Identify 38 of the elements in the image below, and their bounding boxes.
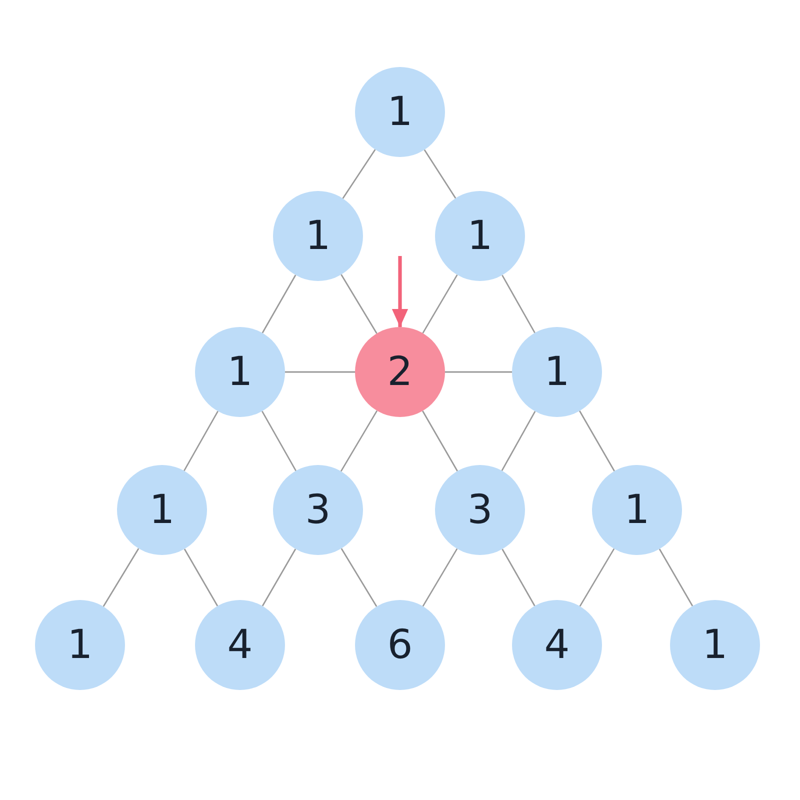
number-circle: 1 [435,191,525,281]
number-circle: 4 [195,600,285,690]
number-circle: 1 [512,327,602,417]
connector-line [422,274,458,334]
connector-line [422,410,458,472]
number-circle: 1 [117,465,207,555]
pointer-arrow [392,256,408,327]
connector-line [184,548,218,606]
connector-line [262,410,296,472]
connector-line [340,410,378,472]
number-circle: 1 [592,465,682,555]
number-circle: 3 [435,465,525,555]
connector-line [340,274,378,334]
connector-line [285,371,355,373]
connector-line [262,274,296,334]
connector-line [342,149,376,199]
number-circle: 1 [670,600,760,690]
number-circle: 2 [355,327,445,417]
connector-line [502,548,536,606]
connector-line [340,548,378,607]
connector-line [102,548,140,607]
number-circle: 3 [273,465,363,555]
connector-line [424,149,456,199]
connector-line [262,548,296,606]
connector-line [658,548,694,606]
connector-line [422,548,458,607]
number-circle: 1 [273,191,363,281]
connector-line [184,410,218,472]
connector-line [502,274,536,334]
number-circle: 1 [355,67,445,157]
connector-line [501,410,536,472]
connector-line [579,548,615,607]
connector-line [579,410,615,472]
number-circle: 6 [355,600,445,690]
number-circle: 1 [35,600,125,690]
number-circle: 4 [512,600,602,690]
connector-line [445,371,512,373]
number-circle: 1 [195,327,285,417]
